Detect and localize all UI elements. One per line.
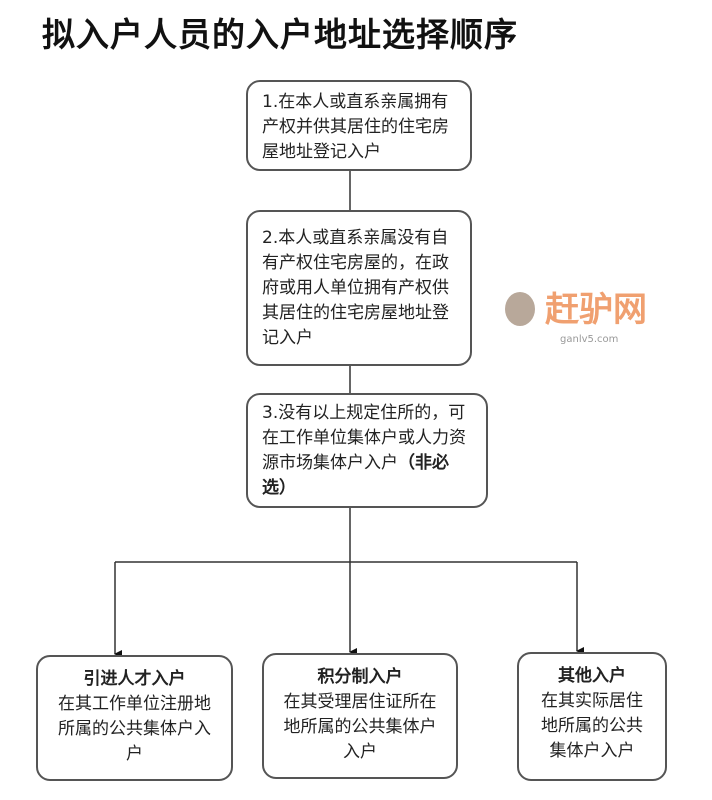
branch-points-box: 积分制入户 在其受理居住证所在地所属的公共集体户入户	[262, 653, 458, 779]
step-3-box: 3.没有以上规定住所的，可在工作单位集体户或人力资源市场集体户入户（非必选）	[246, 393, 488, 508]
watermark-logo: 赶驴网	[545, 290, 647, 330]
branch-other-title: 其他入户	[558, 666, 626, 686]
step-2-text: 2.本人或直系亲属没有自有产权住宅房屋的，在政府或用人单位拥有产权供其居住的住宅…	[262, 228, 449, 348]
watermark-url: ganlv5.com	[560, 334, 619, 345]
branch-other-box: 其他入户 在其实际居住地所属的公共集体户入户	[517, 652, 667, 781]
branch-points-text: 在其受理居住证所在地所属的公共集体户入户	[283, 692, 437, 762]
branch-talent-text: 在其工作单位注册地所属的公共集体户入户	[58, 694, 211, 764]
step-3-note: （非必选）	[262, 453, 449, 498]
branch-talent-title: 引进人才入户	[83, 669, 186, 689]
step-3-text: 3.没有以上规定住所的，可在工作单位集体户或人力资源市场集体户入户	[262, 403, 466, 473]
branch-points-title: 积分制入户	[317, 667, 403, 687]
step-1-text: 1.在本人或直系亲属拥有产权并供其居住的住宅房屋地址登记入户	[262, 92, 449, 162]
branch-other-text: 在其实际居住地所属的公共集体户入户	[541, 691, 643, 761]
step-2-box: 2.本人或直系亲属没有自有产权住宅房屋的，在政府或用人单位拥有产权供其居住的住宅…	[246, 210, 472, 366]
branch-talent-box: 引进人才入户 在其工作单位注册地所属的公共集体户入户	[36, 655, 233, 781]
step-1-box: 1.在本人或直系亲属拥有产权并供其居住的住宅房屋地址登记入户	[246, 80, 472, 171]
diagram-title: 拟入户人员的入户地址选择顺序	[42, 15, 518, 54]
watermark-donkey-icon	[505, 292, 535, 326]
